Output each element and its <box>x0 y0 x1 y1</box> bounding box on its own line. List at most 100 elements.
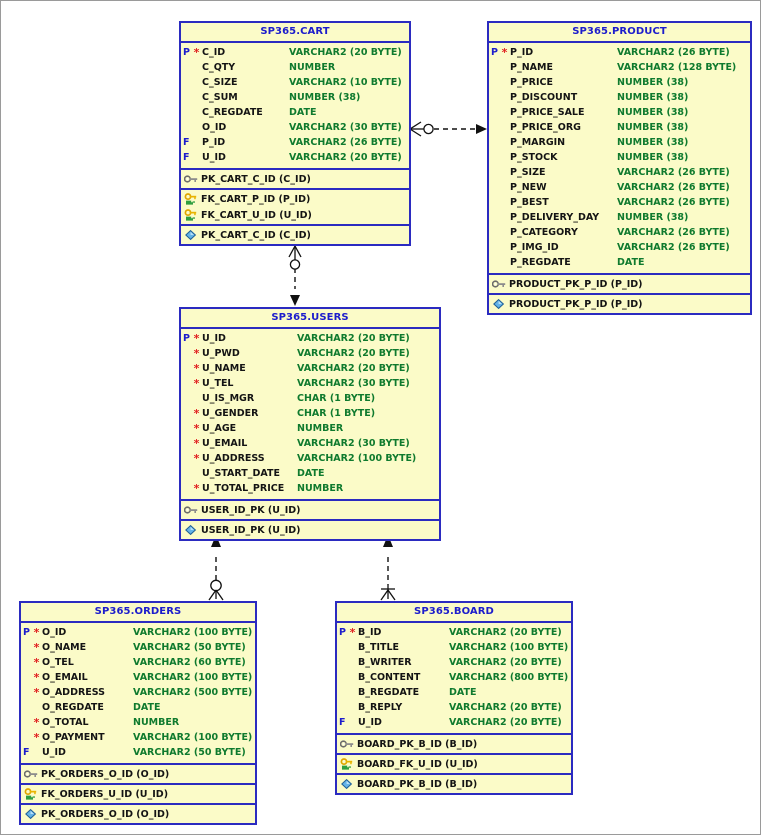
relationship-cart-to-users[interactable] <box>288 245 302 306</box>
constraint-row[interactable]: BOARD_FK_U_ID (U_ID) <box>337 756 571 772</box>
constraint-row[interactable]: PK_CART_C_ID (C_ID) <box>181 227 409 243</box>
column-name: P_PRICE_SALE <box>510 107 585 118</box>
column-key-marker: F <box>23 747 30 758</box>
constraint-row[interactable]: USER_ID_PK (U_ID) <box>181 522 439 538</box>
constraint-row[interactable]: PK_ORDERS_O_ID (O_ID) <box>21 766 255 782</box>
column-key-marker: F <box>183 137 190 148</box>
column-required-marker: * <box>33 686 40 699</box>
column-datatype: NUMBER (38) <box>617 122 689 133</box>
column-name: B_CONTENT <box>358 672 421 683</box>
column-datatype: VARCHAR2 (20 BYTE) <box>449 702 562 713</box>
relationship-cart-to-product[interactable] <box>409 121 487 137</box>
fk-key-icon <box>340 758 354 770</box>
constraint-row[interactable]: USER_ID_PK (U_ID) <box>181 502 439 518</box>
constraint-row[interactable]: PK_ORDERS_O_ID (O_ID) <box>21 806 255 822</box>
constraint-row[interactable]: FK_CART_U_ID (U_ID) <box>181 207 409 223</box>
constraint-row[interactable]: PK_CART_C_ID (C_ID) <box>181 171 409 187</box>
constraint-row[interactable]: FK_ORDERS_U_ID (U_ID) <box>21 786 255 802</box>
column-datatype: VARCHAR2 (20 BYTE) <box>449 717 562 728</box>
constraint-label: PRODUCT_PK_P_ID (P_ID) <box>509 278 643 290</box>
column-name: U_ID <box>202 152 226 163</box>
column-name: P_DELIVERY_DAY <box>510 212 600 223</box>
relationship-orders-to-users[interactable] <box>208 535 224 601</box>
relationship-board-to-users[interactable] <box>380 535 396 601</box>
column-datatype: VARCHAR2 (26 BYTE) <box>289 137 402 148</box>
constraint-row[interactable]: BOARD_PK_B_ID (B_ID) <box>337 736 571 752</box>
column-datatype: CHAR (1 BYTE) <box>297 393 376 404</box>
column-datatype: VARCHAR2 (50 BYTE) <box>133 747 246 758</box>
crows-foot-orders <box>208 589 224 601</box>
constraint-row[interactable]: PRODUCT_PK_P_ID (P_ID) <box>489 276 750 292</box>
constraint-group: PK_CART_C_ID (C_ID) <box>181 170 409 190</box>
column-name: P_DISCOUNT <box>510 92 578 103</box>
constraint-label: PRODUCT_PK_P_ID (P_ID) <box>509 298 643 310</box>
constraint-row[interactable]: PRODUCT_PK_P_ID (P_ID) <box>489 296 750 312</box>
constraint-row[interactable]: BOARD_PK_B_ID (B_ID) <box>337 776 571 792</box>
entity-title: SP365.BOARD <box>337 603 571 623</box>
column-datatype: VARCHAR2 (20 BYTE) <box>289 152 402 163</box>
column-name: O_REGDATE <box>42 702 104 713</box>
constraint-group: PRODUCT_PK_P_ID (P_ID) <box>489 295 750 313</box>
constraint-list: USER_ID_PK (U_ID) USER_ID_PK (U_ID) <box>181 501 439 539</box>
column-datatype: NUMBER (38) <box>617 137 689 148</box>
constraint-row[interactable]: FK_CART_P_ID (P_ID) <box>181 191 409 207</box>
crows-foot-board <box>380 585 396 601</box>
